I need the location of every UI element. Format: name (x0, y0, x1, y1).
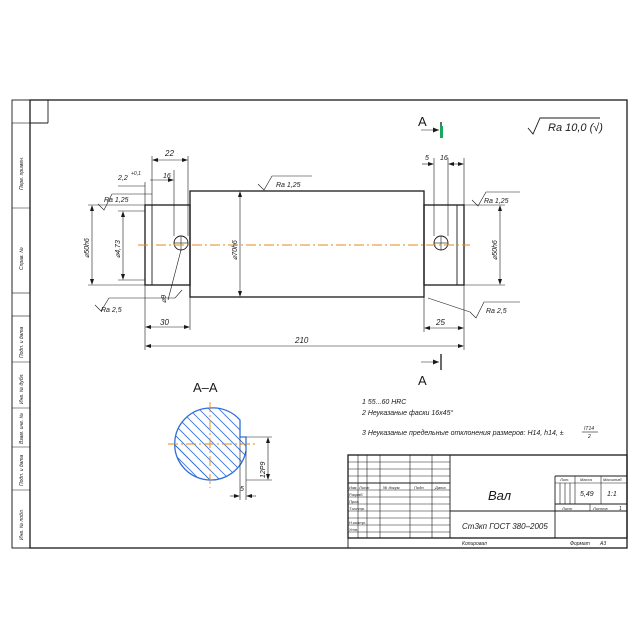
tb-role-5: Н.контр. (349, 520, 366, 525)
dim-5-top: 5 (425, 155, 429, 162)
dim-210: 210 (294, 336, 309, 345)
tb-format-label: Формат (570, 541, 590, 547)
tb-role-6: Утв. (349, 527, 358, 532)
dim-chamfer: 2,2 (117, 175, 128, 182)
section-mark-top: A (418, 114, 443, 138)
tb-col-doc: № докум. (383, 485, 401, 490)
side-label-1: Перв. примен. (19, 157, 25, 190)
tb-col-date: Дата (434, 485, 446, 490)
tb-col-izm: Изм. (349, 485, 358, 490)
side-columns: Перв. примен. Справ. № Подп. и дата Инв.… (11, 122, 31, 549)
dim-section-depth: 12P9 (260, 462, 267, 478)
dim-dia473: ⌀4,73 (115, 240, 122, 258)
section-letter-bottom: A (418, 373, 427, 388)
tb-mass-value: 5,49 (580, 491, 594, 498)
dim-22: 22 (164, 149, 174, 158)
dim-16-right: 16 (440, 155, 448, 162)
dim-30: 30 (160, 318, 169, 327)
tb-lit-label: Лит. (559, 477, 569, 482)
ra-left-bottom: Ra 2,5 (101, 307, 122, 314)
side-label-6: Подп. и дата (19, 454, 25, 486)
tb-col-sign: Подп. (414, 485, 425, 490)
general-roughness-text: Ra 10,0 (√) (548, 122, 603, 134)
technical-notes: 1 55...60 HRC 2 Неуказаные фаски 16х45° … (361, 399, 598, 440)
tb-scale-label: Масштаб (603, 477, 622, 482)
note-2: 2 Неуказаные фаски 16х45° (361, 409, 453, 417)
tb-col-list: Лист (358, 485, 370, 490)
ra-middle: Ra 1,25 (276, 182, 301, 189)
dim-dia70: ⌀70h6 (232, 240, 239, 260)
dim-section-5: 5 (240, 486, 244, 493)
side-label-2: Справ. № (19, 247, 25, 270)
note-1: 1 55...60 HRC (362, 399, 407, 406)
outer-frame (11, 99, 628, 549)
note-3-den: 2 (587, 434, 591, 440)
ra-left-end: Ra 1,25 (104, 197, 129, 204)
tb-scale-value: 1:1 (607, 491, 617, 498)
side-label-7: Инв. № подл. (19, 509, 25, 540)
left-dimensions: ⌀50h6 ⌀4,73 Ra 1,25 22 16 2,2 +0,1 ⌀9 Ra… (84, 149, 191, 350)
note-3-num: IT14 (584, 426, 594, 432)
note-3: 3 Неуказаные предельные отклонения разме… (362, 429, 564, 437)
tb-role-3: Т.контр. (349, 506, 365, 511)
tb-sheets-value: 1 (619, 506, 622, 512)
dim-16-left: 16 (163, 173, 171, 180)
side-label-3: Подп. и дата (19, 326, 25, 358)
section-title: А–А (193, 380, 218, 395)
title-block: Изм. Лист № докум. Подп. Дата Разраб. Пр… (347, 454, 628, 548)
tb-format-value: А3 (599, 541, 606, 547)
tb-role-1: Разраб. (349, 492, 363, 497)
dim-chamfer-tol: +0,1 (131, 171, 141, 177)
ra-right-end: Ra 1,25 (484, 198, 509, 205)
inner-frame (29, 99, 628, 549)
tb-copied: Копировал (462, 541, 487, 547)
side-label-5: Взам. инв. № (19, 412, 25, 444)
section-mark-bottom: A (418, 354, 442, 388)
section-letter-top: A (418, 114, 427, 129)
tb-mass-label: Масса (580, 477, 593, 482)
dim-dia50-right: ⌀50h6 (492, 240, 499, 260)
side-label-4: Инв. № дубл. (19, 373, 25, 404)
tb-sheets-label: Листов (592, 506, 608, 511)
right-dimensions: 5 16 Ra 1,25 ⌀50h6 Ra 2,5 25 (422, 155, 520, 332)
shaft (138, 190, 470, 298)
section-view: А–А (168, 380, 272, 500)
tb-name: Вал (488, 488, 512, 503)
dim-dia9: ⌀9 (161, 295, 168, 303)
tb-role-2: Пров. (349, 499, 360, 504)
tb-sheet-label: Лист (561, 506, 573, 511)
tb-material: Ст3кп ГОСТ 380–2005 (462, 522, 548, 531)
general-roughness: Ra 10,0 (√) (527, 117, 603, 135)
middle-dimensions: ⌀70h6 Ra 1,25 210 (145, 175, 465, 350)
dim-dia50-left: ⌀50h6 (84, 238, 91, 258)
dim-25: 25 (435, 318, 445, 327)
ra-right-bottom: Ra 2,5 (486, 308, 507, 315)
